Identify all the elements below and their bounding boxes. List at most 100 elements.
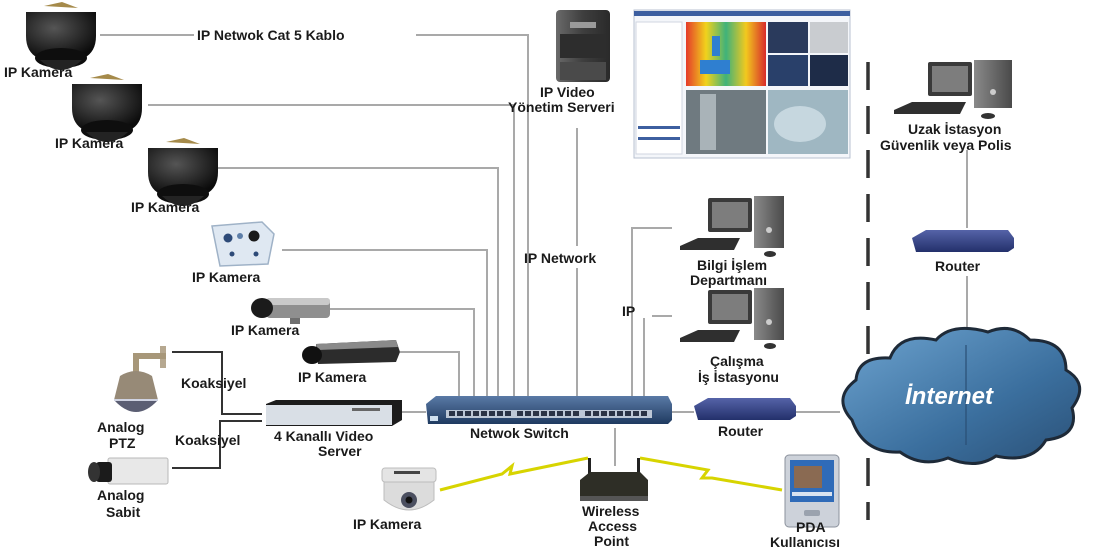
desktop-computer-icon	[680, 196, 784, 257]
switch-port	[473, 411, 479, 416]
remote-station-label-2: Güvenlik veya Polis	[880, 137, 1012, 153]
access-point-icon	[580, 458, 648, 501]
cable-label: IP Netwok Cat 5 Kablo	[197, 27, 345, 43]
switch-port	[449, 411, 455, 416]
link-workstation	[643, 315, 672, 396]
link-coax-fixed	[172, 420, 262, 469]
wired-links	[100, 34, 968, 466]
dome-camera-2[interactable]: IP Kamera	[55, 74, 142, 151]
management-server-label-1: IP Video	[540, 84, 595, 100]
link-box-cam-4	[282, 249, 488, 396]
ptz-camera-icon	[114, 346, 166, 412]
network-switch-label: Netwok Switch	[470, 425, 569, 441]
dome-camera-icon	[26, 2, 96, 70]
switch-icon	[426, 396, 672, 424]
desktop-computer-icon	[894, 60, 1012, 119]
dome-camera-3[interactable]: IP Kamera	[131, 138, 218, 215]
wireless-ip-camera[interactable]: IP Kamera	[353, 467, 437, 532]
bullet-camera-6[interactable]: IP Kamera	[298, 340, 400, 385]
workstation-label-1: Çalışma	[710, 353, 764, 369]
management-server[interactable]: IP Video Yönetim Serveri	[508, 10, 615, 115]
box-camera-icon	[211, 221, 275, 267]
switch-port	[565, 411, 571, 416]
network-switch[interactable]: Netwok Switch	[426, 396, 672, 441]
video-server-label-2: Server	[318, 443, 362, 459]
pda-icon	[784, 454, 840, 528]
switch-port	[625, 411, 631, 416]
switch-port	[609, 411, 615, 416]
box-camera-4[interactable]: IP Kamera	[192, 221, 275, 285]
remote-router-label: Router	[935, 258, 981, 274]
internet-cloud[interactable]: İnternet	[841, 326, 1082, 465]
dome-camera-1-label: IP Kamera	[4, 64, 72, 80]
switch-port	[557, 411, 563, 416]
access-point-label-3: Point	[594, 533, 629, 549]
switch-port	[617, 411, 623, 416]
access-point-label-2: Access	[588, 518, 637, 534]
wireless-ip-camera-label: IP Kamera	[353, 516, 421, 532]
pda-device[interactable]: PDA Kullanıcısı	[770, 454, 840, 550]
link-dome-cam-1	[100, 34, 529, 396]
switch-port	[641, 411, 647, 416]
dome-camera-icon	[148, 138, 218, 206]
bullet-camera-5-label: IP Kamera	[231, 322, 299, 338]
pda-label-1: PDA	[796, 519, 826, 535]
switch-port	[465, 411, 471, 416]
dome-camera-icon	[72, 74, 142, 142]
internet-label: İnternet	[905, 383, 994, 410]
video-server-label-1: 4 Kanallı Video	[274, 428, 373, 444]
switch-port	[585, 411, 591, 416]
wireless-access-point[interactable]: Wireless Access Point	[580, 458, 648, 549]
switch-port	[533, 411, 539, 416]
link-dome-cam-2	[148, 104, 515, 396]
analog-ptz-camera[interactable]: Analog PTZ	[97, 346, 166, 451]
analog-ptz-label-1: Analog	[97, 419, 144, 435]
router-icon	[912, 230, 1014, 252]
bullet-camera-icon	[251, 298, 330, 324]
switch-port	[481, 411, 487, 416]
local-router[interactable]: Router	[694, 398, 796, 439]
analog-fixed-camera[interactable]: Analog Sabit	[88, 457, 169, 520]
server-tower-icon	[556, 10, 610, 82]
remote-station-pc[interactable]: Uzak İstasyon Güvenlik veya Polis	[880, 60, 1012, 153]
router-icon	[694, 398, 796, 420]
switch-port	[505, 411, 511, 416]
dome-camera-1[interactable]: IP Kamera	[4, 2, 96, 80]
it-department-pc[interactable]: Bilgi İşlem Departmanı	[680, 196, 784, 288]
it-department-label-2: Departmanı	[690, 272, 767, 288]
switch-port	[593, 411, 599, 416]
link-bullet-cam-5	[330, 308, 475, 396]
access-point-label-1: Wireless	[582, 503, 640, 519]
remote-router[interactable]: Router	[912, 230, 1014, 274]
box-camera-4-label: IP Kamera	[192, 269, 260, 285]
dome-camera-2-label: IP Kamera	[55, 135, 123, 151]
switch-port	[633, 411, 639, 416]
link-it-dept	[631, 227, 672, 396]
bullet-camera-icon	[302, 340, 400, 364]
dome-camera-3-label: IP Kamera	[131, 199, 199, 215]
switch-port	[525, 411, 531, 416]
pda-label-2: Kullanıcısı	[770, 534, 840, 550]
ip-network-label: IP Network	[524, 250, 596, 266]
management-server-label-2: Yönetim Serveri	[508, 99, 615, 115]
local-router-label: Router	[718, 423, 764, 439]
fixed-camera-icon	[88, 457, 169, 485]
video-server[interactable]: 4 Kanallı Video Server	[266, 400, 402, 459]
analog-fixed-label-1: Analog	[97, 487, 144, 503]
coax-label-2: Koaksiyel	[175, 432, 240, 448]
link-bullet-cam-6	[400, 351, 460, 396]
analog-fixed-label-2: Sabit	[106, 504, 141, 520]
workstation-pc[interactable]: Çalışma İş İstasyonu	[680, 288, 784, 385]
ip-label: IP	[622, 303, 635, 319]
link-dome-cam-3	[200, 167, 499, 396]
bullet-camera-5[interactable]: IP Kamera	[231, 298, 330, 338]
switch-port	[457, 411, 463, 416]
vms-software-screenshot	[633, 9, 851, 159]
switch-port	[497, 411, 503, 416]
link-coax-ptz	[172, 351, 262, 415]
cloud-icon	[841, 326, 1082, 465]
switch-port	[549, 411, 555, 416]
switch-port	[517, 411, 523, 416]
desktop-computer-icon	[680, 288, 784, 349]
